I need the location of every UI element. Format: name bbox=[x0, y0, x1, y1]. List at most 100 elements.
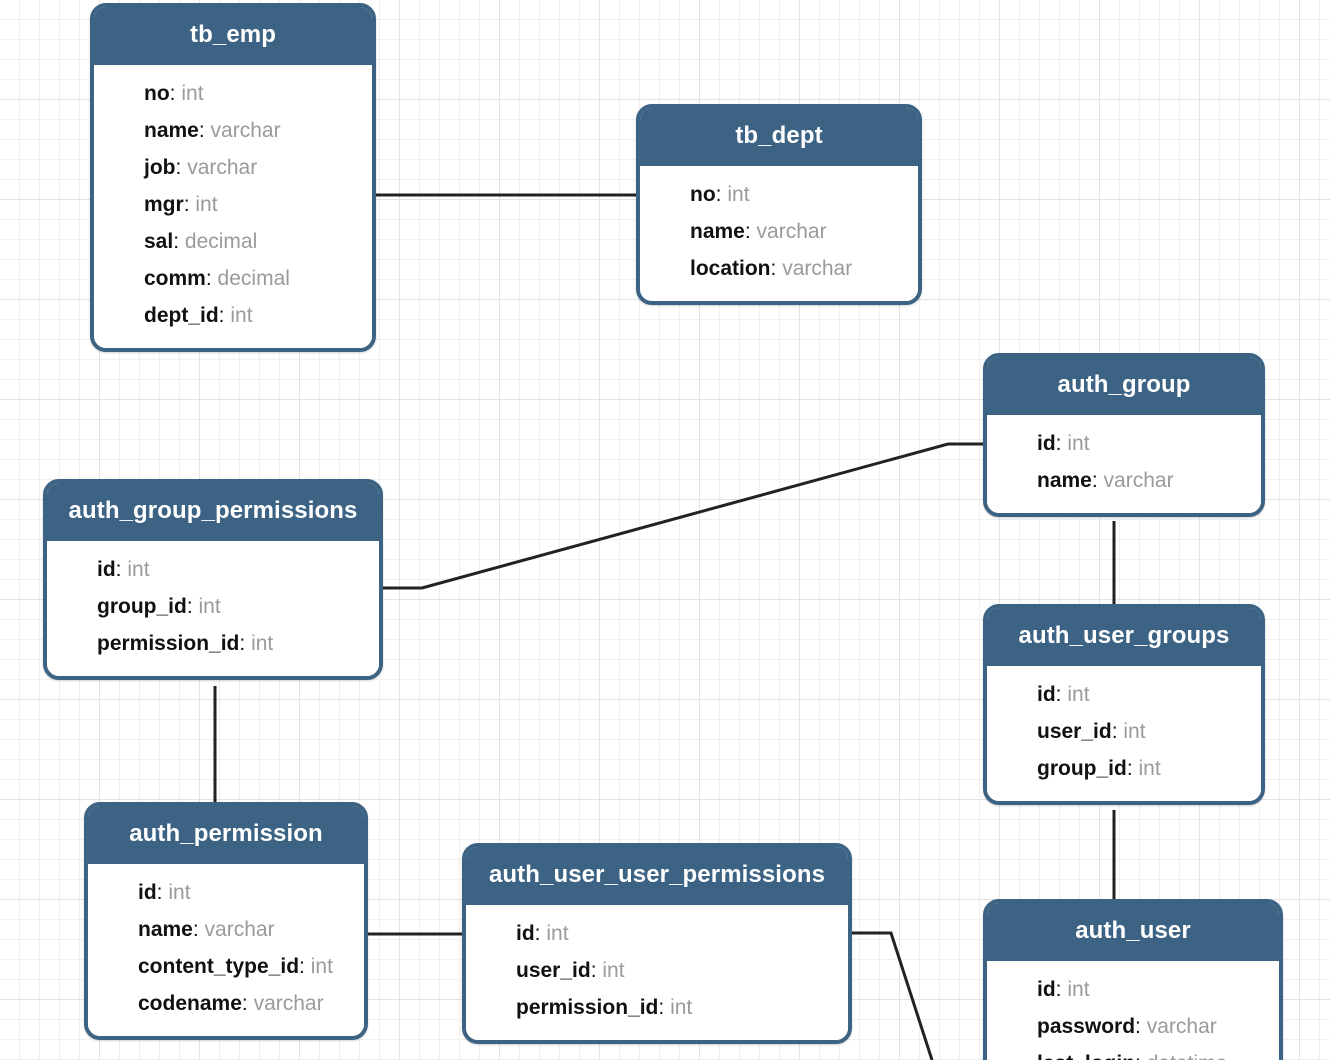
field-row: sal: decimal bbox=[94, 223, 372, 260]
entity-title-auth_group_permissions: auth_group_permissions bbox=[47, 483, 379, 541]
field-name: name bbox=[138, 918, 193, 941]
field-colon: : bbox=[205, 267, 212, 290]
field-colon: : bbox=[1091, 469, 1098, 492]
field-type: int bbox=[1123, 720, 1146, 743]
field-row: id: int bbox=[88, 874, 364, 911]
field-row: id: int bbox=[987, 425, 1261, 462]
field-row: name: varchar bbox=[640, 213, 918, 250]
entity-title-auth_user_user_permissions: auth_user_user_permissions bbox=[466, 847, 848, 905]
field-row: name: varchar bbox=[94, 112, 372, 149]
field-colon: : bbox=[198, 119, 205, 142]
field-type: varchar bbox=[210, 119, 281, 142]
field-row: mgr: int bbox=[94, 186, 372, 223]
field-row: no: int bbox=[640, 176, 918, 213]
field-name: user_id bbox=[1037, 720, 1112, 743]
field-colon: : bbox=[1055, 978, 1062, 1001]
field-name: comm bbox=[144, 267, 206, 290]
field-colon: : bbox=[192, 918, 199, 941]
field-name: id bbox=[1037, 432, 1056, 455]
field-type: datetime bbox=[1147, 1052, 1228, 1060]
field-name: dept_id bbox=[144, 304, 219, 327]
field-name: sal bbox=[144, 230, 174, 253]
field-type: int bbox=[727, 183, 750, 206]
field-row: password: varchar bbox=[987, 1008, 1279, 1045]
field-type: int bbox=[251, 632, 274, 655]
field-colon: : bbox=[299, 955, 305, 978]
field-colon: : bbox=[156, 881, 163, 904]
field-colon: : bbox=[1135, 1052, 1141, 1060]
field-row: user_id: int bbox=[466, 952, 848, 989]
field-colon: : bbox=[173, 230, 180, 253]
field-name: password bbox=[1037, 1015, 1136, 1038]
field-colon: : bbox=[183, 193, 190, 216]
entity-auth_group_permissions[interactable]: auth_group_permissions id: int group_id: i… bbox=[43, 479, 383, 680]
field-name: no bbox=[690, 183, 716, 206]
field-row: id: int bbox=[466, 915, 848, 952]
field-type: int bbox=[181, 82, 204, 105]
field-name: group_id bbox=[97, 595, 187, 618]
entity-title-auth_group: auth_group bbox=[987, 357, 1261, 415]
field-type: int bbox=[1138, 757, 1161, 780]
field-colon: : bbox=[1055, 432, 1062, 455]
field-row: last_login: datetime bbox=[987, 1045, 1279, 1060]
field-colon: : bbox=[744, 220, 751, 243]
field-colon: : bbox=[186, 595, 193, 618]
field-name: name bbox=[690, 220, 745, 243]
field-name: id bbox=[1037, 683, 1056, 706]
field-name: permission_id bbox=[516, 996, 659, 1019]
field-type: varchar bbox=[187, 156, 258, 179]
field-type: int bbox=[168, 881, 191, 904]
entity-title-auth_user_groups: auth_user_groups bbox=[987, 608, 1261, 666]
field-name: permission_id bbox=[97, 632, 240, 655]
field-name: name bbox=[144, 119, 199, 142]
field-type: int bbox=[1067, 683, 1090, 706]
field-type: int bbox=[310, 955, 333, 978]
field-type: decimal bbox=[217, 267, 290, 290]
field-type: int bbox=[1067, 432, 1090, 455]
field-colon: : bbox=[1135, 1015, 1141, 1038]
field-colon: : bbox=[239, 632, 246, 655]
field-colon: : bbox=[590, 959, 597, 982]
field-colon: : bbox=[169, 82, 176, 105]
field-name: name bbox=[1037, 469, 1092, 492]
field-type: varchar bbox=[756, 220, 827, 243]
field-type: int bbox=[1067, 978, 1090, 1001]
field-type: varchar bbox=[1103, 469, 1174, 492]
field-type: varchar bbox=[253, 992, 324, 1015]
field-name: mgr bbox=[144, 193, 184, 216]
field-type: varchar bbox=[204, 918, 275, 941]
field-name: id bbox=[138, 881, 157, 904]
field-row: comm: decimal bbox=[94, 260, 372, 297]
field-row: id: int bbox=[47, 551, 379, 588]
field-type: varchar bbox=[1146, 1015, 1217, 1038]
field-colon: : bbox=[1111, 720, 1118, 743]
field-colon: : bbox=[115, 558, 122, 581]
field-type: varchar bbox=[782, 257, 853, 280]
field-colon: : bbox=[1055, 683, 1062, 706]
field-colon: : bbox=[715, 183, 722, 206]
field-type: int bbox=[670, 996, 693, 1019]
connector-auth_group_permissions-auth_group bbox=[383, 442, 985, 590]
field-type: decimal bbox=[184, 230, 258, 253]
field-row: name: varchar bbox=[88, 911, 364, 948]
field-row: user_id: int bbox=[987, 713, 1261, 750]
field-type: int bbox=[602, 959, 625, 982]
entity-title-tb_emp: tb_emp bbox=[94, 7, 372, 65]
field-row: group_id: int bbox=[987, 750, 1261, 787]
field-name: id bbox=[516, 922, 535, 945]
field-row: id: int bbox=[987, 676, 1261, 713]
field-type: int bbox=[195, 193, 218, 216]
